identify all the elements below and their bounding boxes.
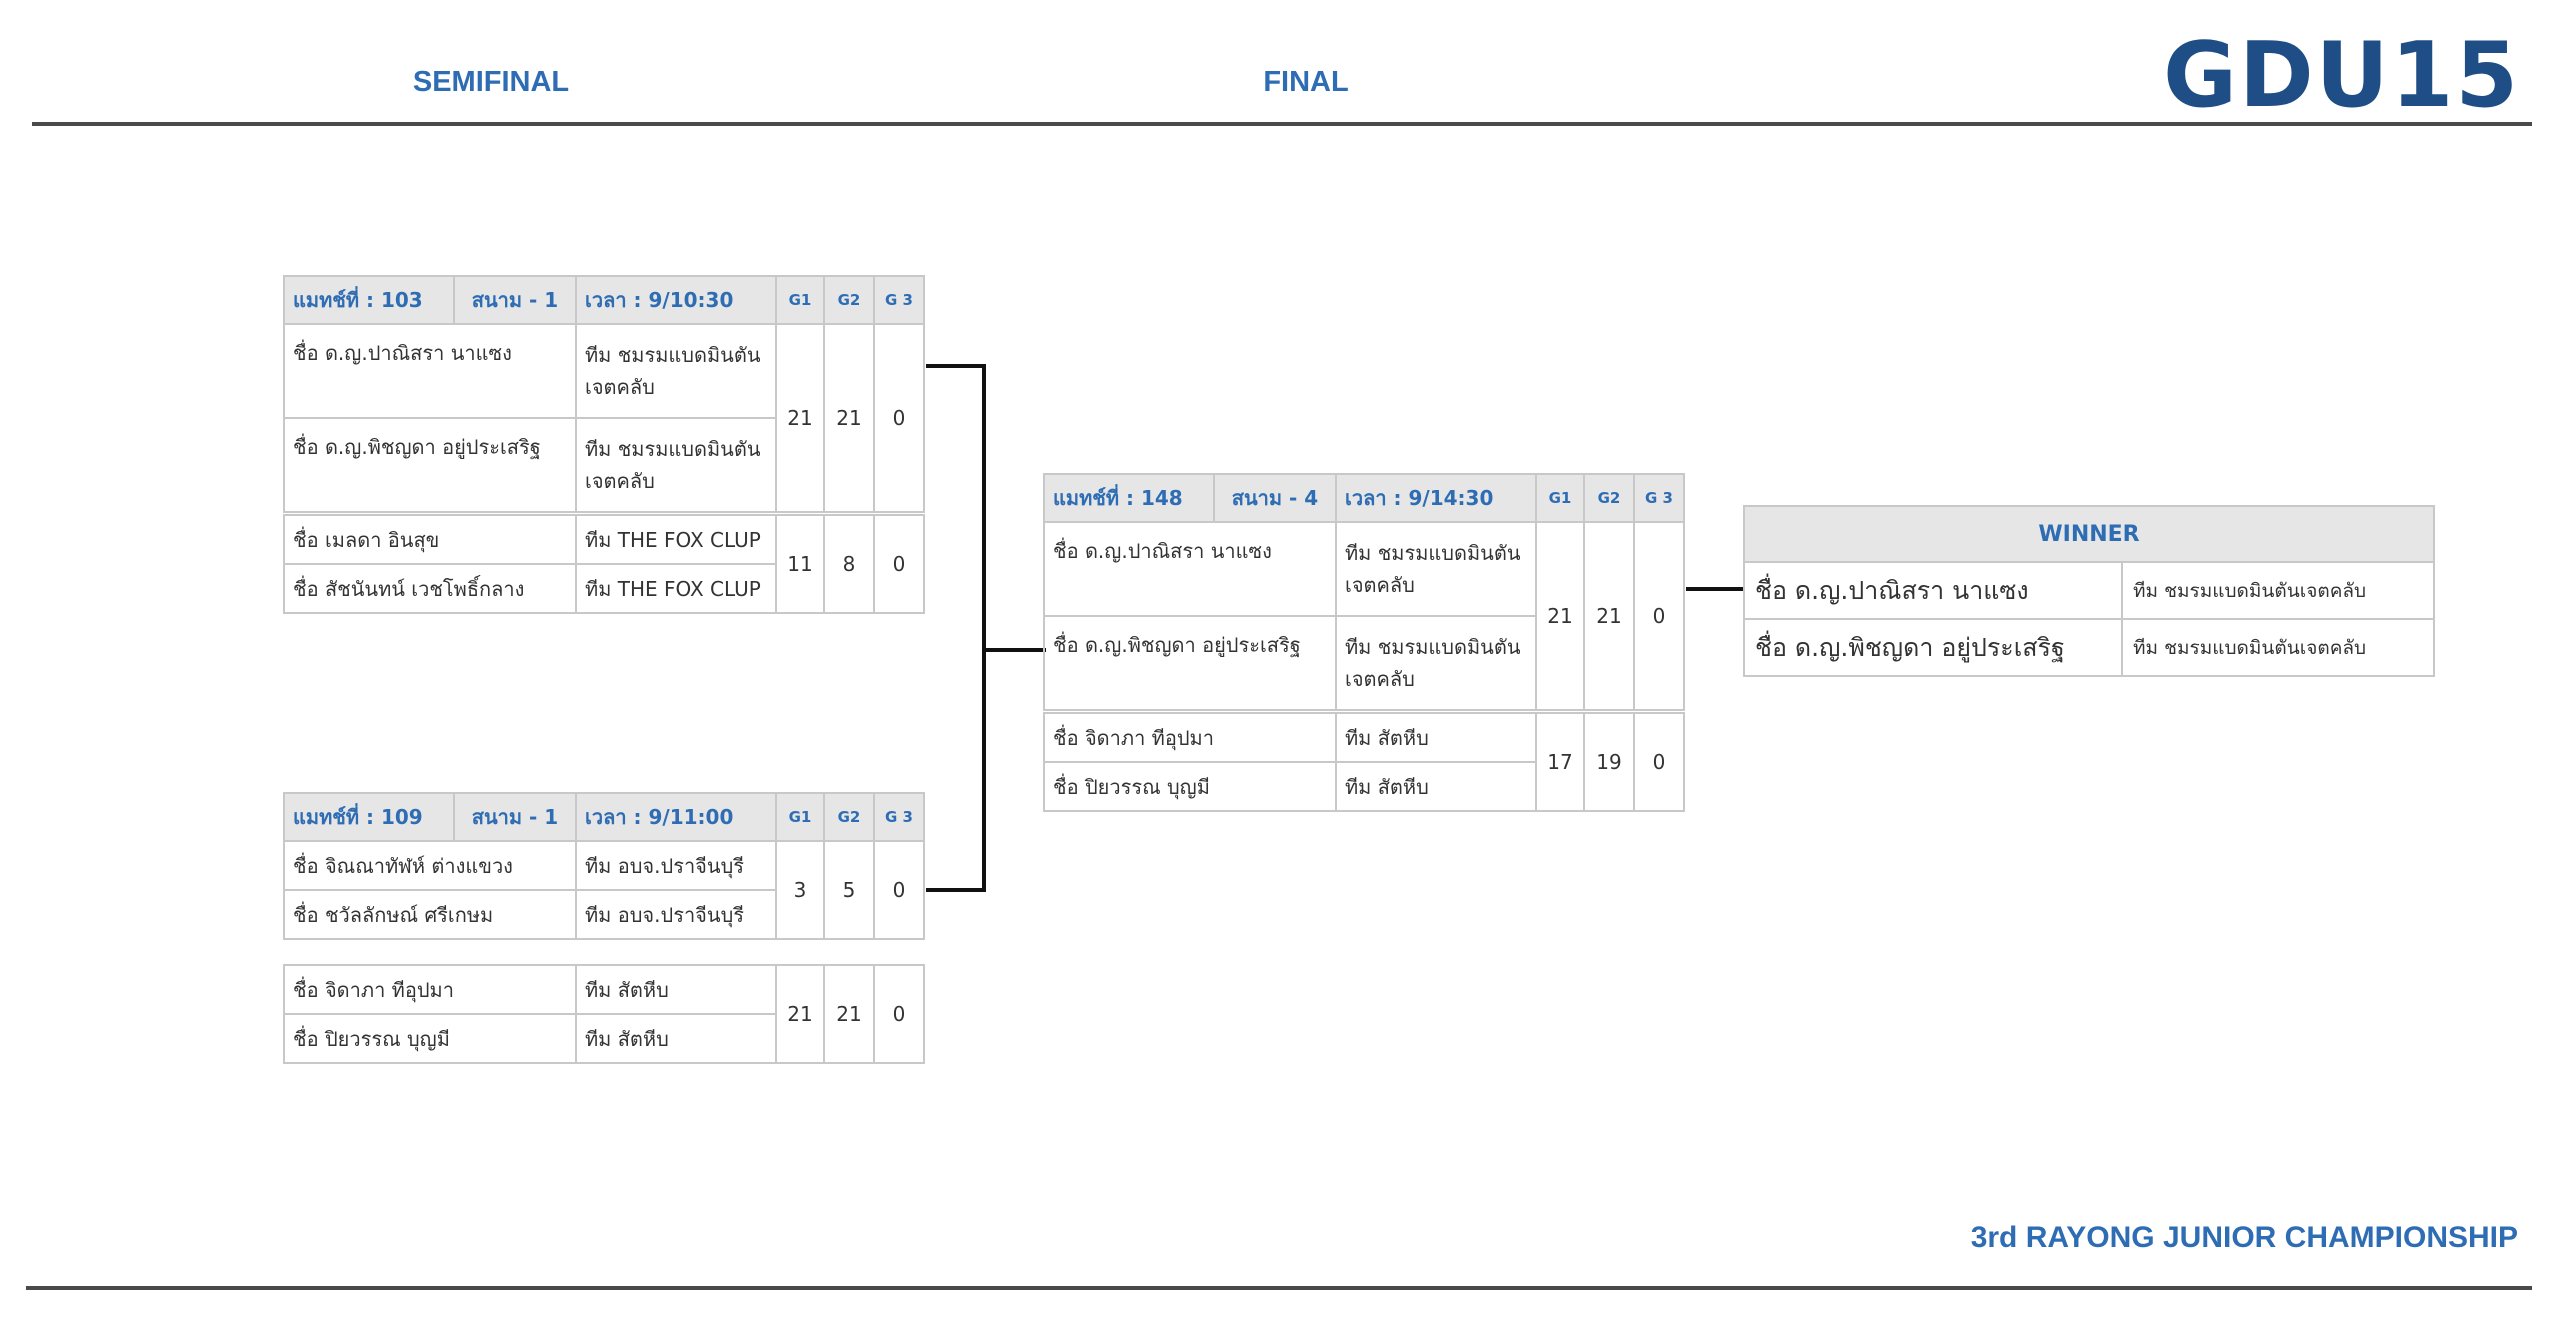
player-team: ทีม THE FOX CLUP bbox=[575, 563, 778, 614]
player-name: ชื่อ จิดาภา ทีอุปมา bbox=[283, 964, 577, 1015]
bracket-line bbox=[1686, 587, 1744, 591]
score-g3: 0 bbox=[873, 964, 925, 1064]
score-g2: 21 bbox=[1583, 521, 1635, 711]
winner-player-name: ชื่อ ด.ญ.พิชญดา อยู่ประเสริฐ bbox=[1743, 618, 2123, 677]
player-team: ทีม ชมรมแบดมินตันเจตคลับ bbox=[1335, 521, 1537, 617]
player-team: ทีม อบจ.ปราจีนบุรี bbox=[575, 889, 777, 940]
score-g1: 17 bbox=[1535, 712, 1585, 812]
player-team: ทีม สัตหีบ bbox=[1335, 761, 1537, 812]
final-pair-sattahip: ชื่อ จิดาภา ทีอุปมา ทีม สัตหีบ 17 19 0 ช… bbox=[1043, 712, 1685, 812]
match-time: เวลา : 9/14:30 bbox=[1335, 473, 1537, 523]
game-3-header: G 3 bbox=[873, 792, 925, 842]
player-name: ชื่อ ปิยวรรณ บุญมี bbox=[1043, 761, 1337, 812]
player-name: ชื่อ ด.ญ.พิชญดา อยู่ประเสริฐ bbox=[1043, 615, 1337, 711]
match-time: เวลา : 9/10:30 bbox=[575, 275, 777, 325]
player-name: ชื่อ ชวัลลักษณ์ ศรีเกษม bbox=[283, 889, 577, 940]
player-team: ทีม สัตหีบ bbox=[575, 964, 777, 1015]
match-time: เวลา : 9/11:00 bbox=[575, 792, 777, 842]
score-g1: 21 bbox=[1535, 521, 1585, 711]
championship-title: 3rd RAYONG JUNIOR CHAMPIONSHIP bbox=[1970, 1221, 2518, 1254]
game-1-header: G1 bbox=[775, 275, 825, 325]
match-number: แมทช์ที่ : 109 bbox=[283, 792, 455, 842]
match-number: แมทช์ที่ : 148 bbox=[1043, 473, 1215, 523]
score-g3: 0 bbox=[1633, 712, 1685, 812]
semifinal-pair-fox: ชื่อ เมลดา อินสุข ทีม THE FOX CLUP 11 8 … bbox=[282, 514, 926, 614]
score-g2: 21 bbox=[823, 964, 875, 1064]
game-3-header: G 3 bbox=[873, 275, 925, 325]
player-team: ทีม ชมรมแบดมินตันเจตคลับ bbox=[575, 417, 777, 513]
score-g2: 8 bbox=[823, 514, 876, 614]
player-team: ทีม สัตหีบ bbox=[1335, 712, 1537, 763]
game-2-header: G2 bbox=[823, 275, 875, 325]
header-divider bbox=[32, 122, 2532, 126]
player-name: ชื่อ ด.ญ.ปาณิสรา นาแซง bbox=[1043, 521, 1337, 617]
winner-player-team: ทีม ชมรมแบดมินตันเจตคลับ bbox=[2121, 561, 2435, 620]
player-name: ชื่อ จิณณาทัฬห์ ต่างแขวง bbox=[283, 840, 577, 891]
score-g2: 5 bbox=[823, 840, 875, 940]
score-g3: 0 bbox=[873, 840, 925, 940]
player-name: ชื่อ ปิยวรรณ บุญมี bbox=[283, 1013, 577, 1064]
score-g1: 21 bbox=[775, 964, 825, 1064]
game-1-header: G1 bbox=[1535, 473, 1585, 523]
player-team: ทีม อบจ.ปราจีนบุรี bbox=[575, 840, 777, 891]
player-team: ทีม ชมรมแบดมินตันเจตคลับ bbox=[1335, 615, 1537, 711]
match-court: สนาม - 1 bbox=[453, 275, 577, 325]
player-team: ทีม THE FOX CLUP bbox=[575, 514, 778, 565]
semifinal-pair-sattahip: ชื่อ จิดาภา ทีอุปมา ทีม สัตหีบ 21 21 0 ช… bbox=[283, 964, 925, 1064]
bracket-line bbox=[926, 888, 986, 892]
player-name: ชื่อ จิดาภา ทีอุปมา bbox=[1043, 712, 1337, 763]
score-g1: 21 bbox=[775, 323, 825, 513]
player-name: ชื่อ ด.ญ.พิชญดา อยู่ประเสริฐ bbox=[283, 417, 577, 513]
winner-player-team: ทีม ชมรมแบดมินตันเจตคลับ bbox=[2121, 618, 2435, 677]
game-2-header: G2 bbox=[1583, 473, 1635, 523]
winner-box: WINNER ชื่อ ด.ญ.ปาณิสรา นาแซง ทีม ชมรมแบ… bbox=[1743, 505, 2435, 677]
score-g3: 0 bbox=[1633, 521, 1685, 711]
match-number: แมทช์ที่ : 103 bbox=[283, 275, 455, 325]
match-court: สนาม - 1 bbox=[453, 792, 577, 842]
score-g1: 11 bbox=[775, 514, 826, 614]
footer-divider bbox=[26, 1286, 2532, 1290]
player-team: ทีม สัตหีบ bbox=[575, 1013, 777, 1064]
semifinal-title: SEMIFINAL bbox=[412, 66, 570, 98]
semifinal-match-103: แมทช์ที่ : 103 สนาม - 1 เวลา : 9/10:30 G… bbox=[283, 275, 925, 513]
final-title: FINAL bbox=[1263, 66, 1349, 98]
game-2-header: G2 bbox=[823, 792, 875, 842]
score-g3: 0 bbox=[873, 514, 926, 614]
player-name: ชื่อ เมลดา อินสุข bbox=[282, 514, 578, 565]
score-g2: 21 bbox=[823, 323, 875, 513]
final-match-148: แมทช์ที่ : 148 สนาม - 4 เวลา : 9/14:30 G… bbox=[1043, 473, 1685, 711]
semifinal-match-109: แมทช์ที่ : 109 สนาม - 1 เวลา : 9/11:00 G… bbox=[283, 792, 925, 940]
game-3-header: G 3 bbox=[1633, 473, 1685, 523]
score-g2: 19 bbox=[1583, 712, 1635, 812]
player-name: ชื่อ ด.ญ.ปาณิสรา นาแซง bbox=[283, 323, 577, 419]
player-team: ทีม ชมรมแบดมินตันเจตคลับ bbox=[575, 323, 777, 419]
score-g1: 3 bbox=[775, 840, 825, 940]
game-1-header: G1 bbox=[775, 792, 825, 842]
winner-title: WINNER bbox=[1743, 505, 2435, 563]
match-court: สนาม - 4 bbox=[1213, 473, 1337, 523]
bracket-line bbox=[982, 364, 986, 892]
bracket-line bbox=[926, 364, 986, 368]
player-name: ชื่อ สัชนันทน์ เวชโพธิ์กลาง bbox=[282, 563, 578, 614]
score-g3: 0 bbox=[873, 323, 925, 513]
bracket-line bbox=[982, 648, 1046, 652]
winner-player-name: ชื่อ ด.ญ.ปาณิสรา นาแซง bbox=[1743, 561, 2123, 620]
brand-logo-text: GDU15 bbox=[2163, 23, 2520, 128]
